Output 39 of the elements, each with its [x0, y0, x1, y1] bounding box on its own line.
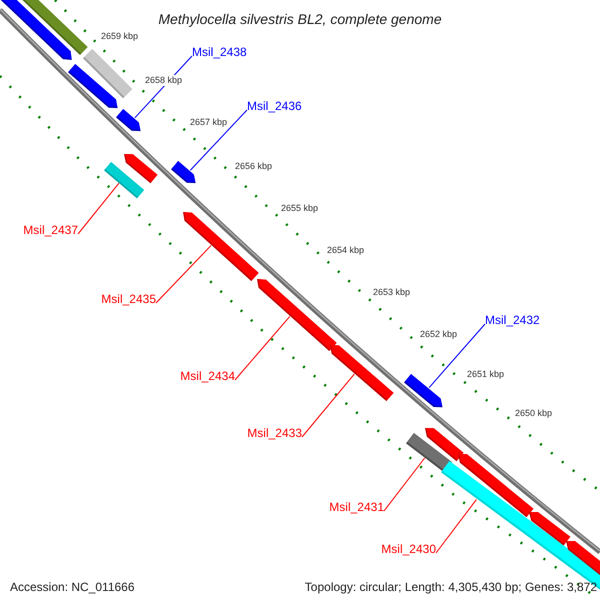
- gene-label: Msil_2433: [247, 426, 302, 440]
- position-tick-label: 2658 kbp: [145, 75, 182, 86]
- gene-feature: [183, 212, 259, 282]
- accession-label: Accession: NC_011666: [10, 580, 135, 594]
- gene-feature: [171, 160, 196, 183]
- gene-feature: [104, 162, 145, 198]
- gene-label: Msil_2437: [23, 223, 78, 237]
- gene-feature: [257, 279, 337, 352]
- leader-line: [156, 244, 212, 304]
- gene-label: Msil_2431: [329, 500, 384, 514]
- leader-line: [78, 182, 120, 234]
- position-tick-label: 2659 kbp: [101, 31, 138, 42]
- position-tick-label: 2654 kbp: [327, 245, 364, 256]
- position-tick-label: 2651 kbp: [467, 369, 504, 380]
- gene-feature: [330, 345, 394, 402]
- diagram-title: Methylocella silvestris BL2, complete genome: [157, 10, 443, 29]
- gene-label: Msil_2432: [485, 313, 540, 327]
- leader-line: [436, 499, 477, 554]
- gene-feature: [116, 108, 141, 131]
- gene-feature: [68, 64, 118, 108]
- genome-summary: Topology: circular; Length: 4,305,430 bp; Genes: 3,872: [304, 580, 597, 594]
- position-tick-label: 2655 kbp: [281, 203, 318, 214]
- leader-line: [234, 316, 290, 380]
- leader-line: [428, 324, 486, 388]
- position-tick-label: 2653 kbp: [373, 287, 410, 298]
- gene-label: Msil_2430: [381, 542, 436, 556]
- gene-label: Msil_2436: [247, 99, 302, 113]
- position-tick-label: 2656 kbp: [235, 161, 272, 172]
- gene-label: Msil_2434: [180, 369, 235, 383]
- gene-feature: [529, 512, 570, 546]
- gene-label: Msil_2435: [101, 292, 156, 306]
- gene-feature: [404, 374, 443, 407]
- leader-line: [384, 458, 426, 512]
- position-tick-label: 2652 kbp: [420, 329, 458, 340]
- gene-label: Msil_2438: [192, 45, 247, 59]
- position-tick-label: 2657 kbp: [190, 117, 228, 128]
- leader-line: [190, 110, 248, 171]
- position-tick-label: 2650 kbp: [515, 408, 552, 419]
- leader-line: [302, 374, 355, 438]
